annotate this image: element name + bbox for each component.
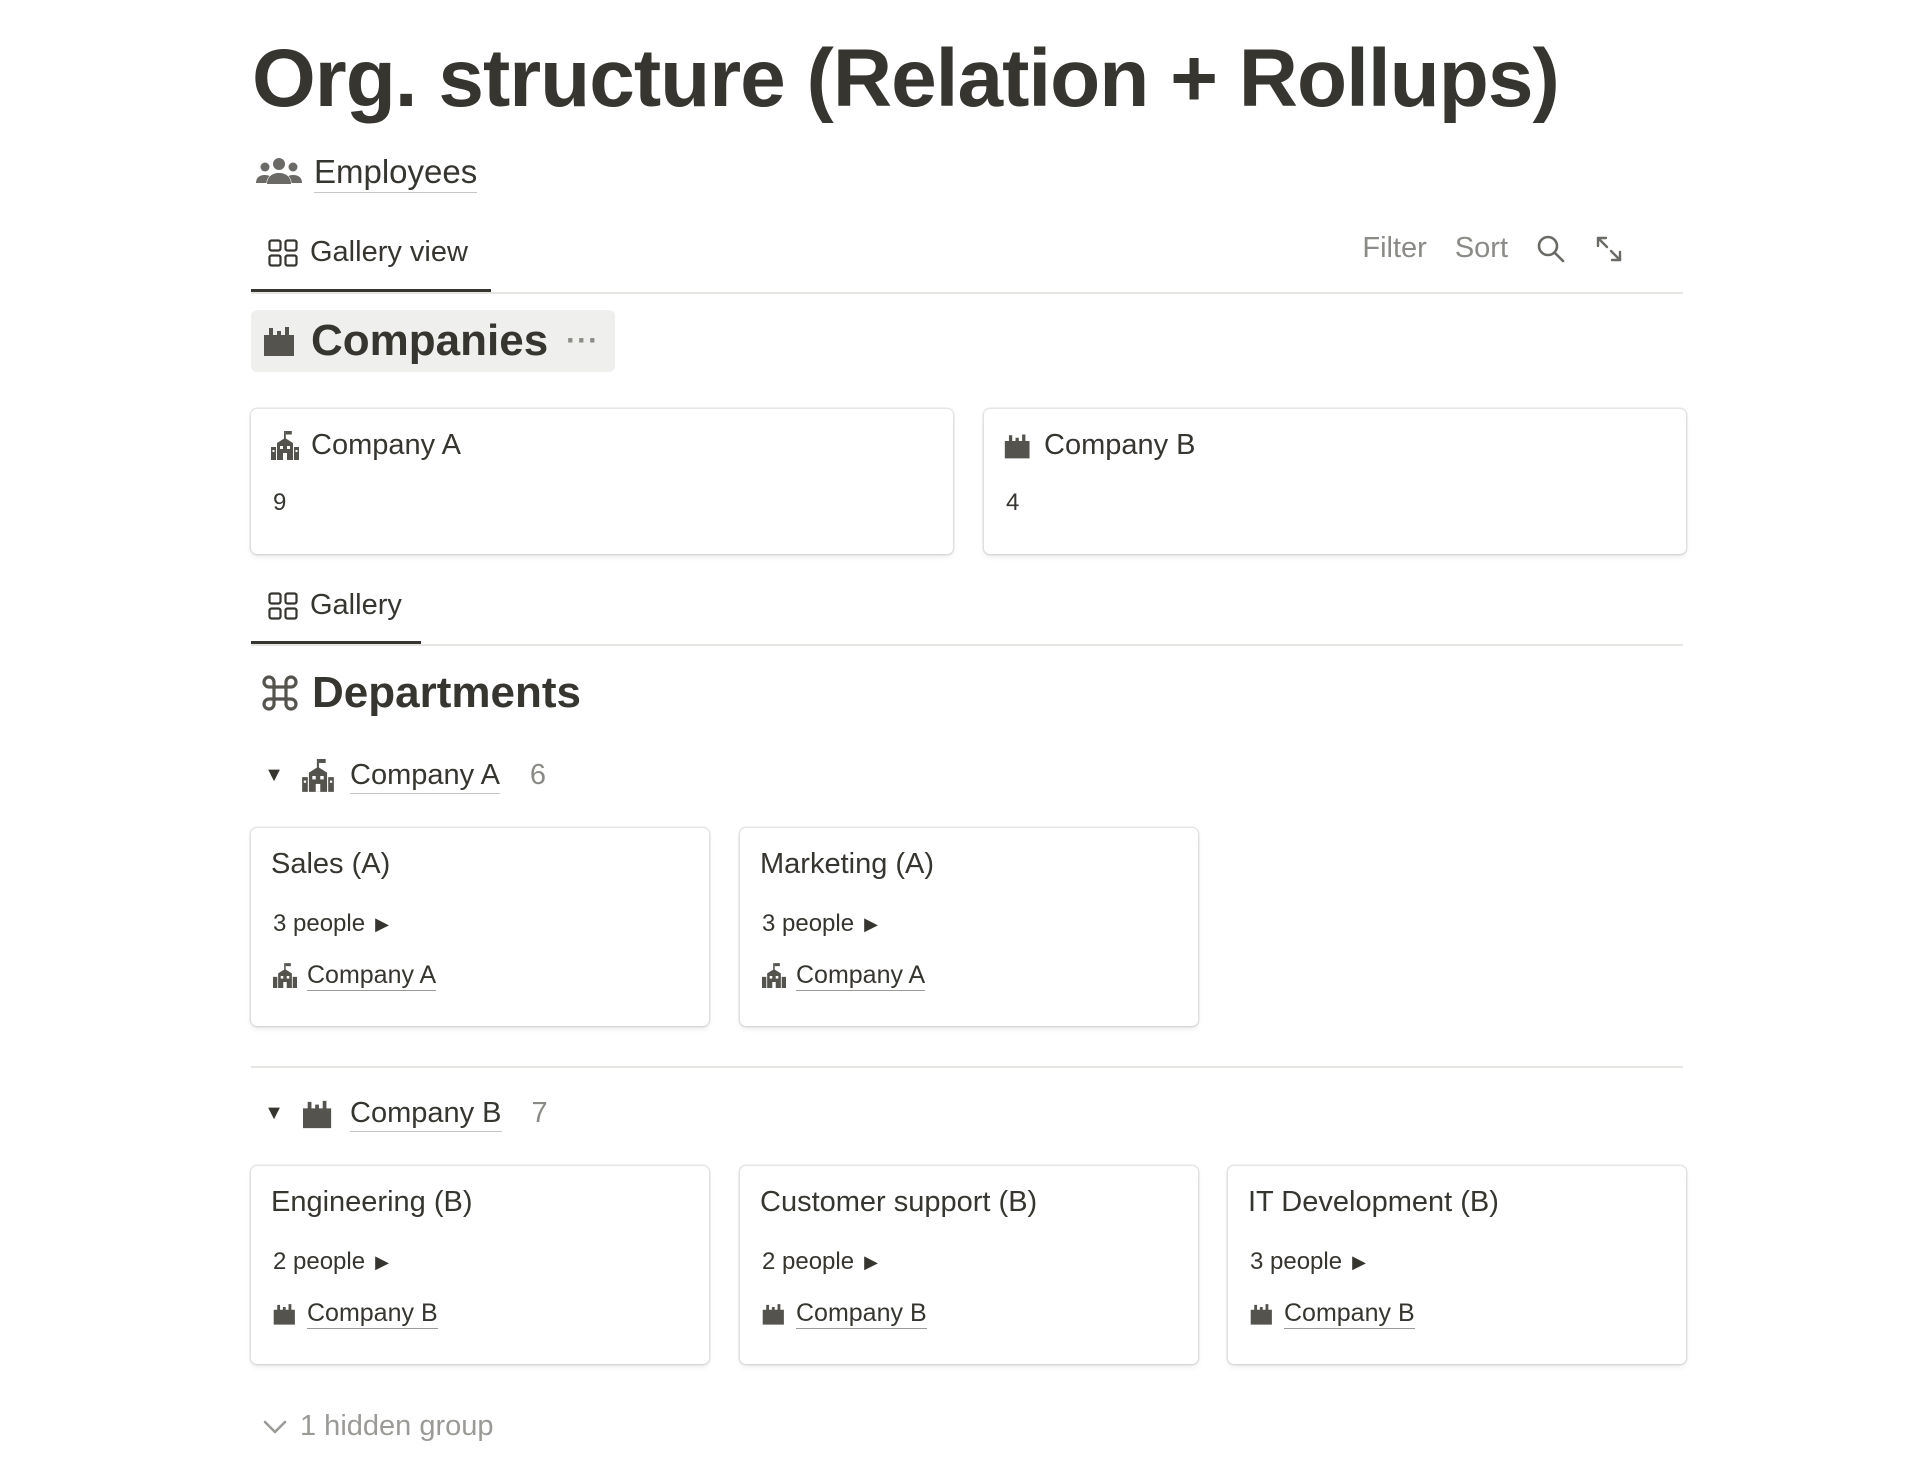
employees-database-link[interactable]: Employees — [256, 152, 478, 193]
expand-arrow-icon[interactable]: ▶ — [864, 913, 878, 934]
factory-icon — [762, 1302, 786, 1326]
department-card-sales[interactable]: Sales (A) 3 people ▶ Company A — [251, 828, 709, 1026]
people-count: 3 people — [1250, 1248, 1343, 1275]
card-title: Company B — [1004, 429, 1196, 462]
group-name: Company A — [350, 758, 500, 794]
gallery-icon — [268, 591, 298, 620]
company-link: Company B — [1284, 1299, 1415, 1329]
company-name: Company A — [311, 429, 461, 461]
card-title: IT Development (B) — [1248, 1186, 1499, 1218]
tab-gallery-view-label: Gallery view — [310, 236, 468, 268]
company-link: Company A — [796, 961, 926, 991]
people-count: 2 people — [762, 1248, 855, 1275]
hidden-groups-label: 1 hidden group — [300, 1410, 494, 1442]
view-toolbar: Filter Sort — [1362, 232, 1624, 265]
school-icon — [762, 963, 786, 989]
rollup-value: 9 — [273, 489, 287, 516]
group-count: 6 — [529, 759, 547, 792]
companies-title[interactable]: Companies ··· — [251, 310, 616, 372]
people-rollup[interactable]: 3 people ▶ — [1250, 1248, 1366, 1276]
expand-arrow-icon[interactable]: ▶ — [1352, 1251, 1366, 1272]
company-relation[interactable]: Company B — [762, 1299, 927, 1329]
expand-icon[interactable] — [1594, 234, 1624, 264]
employees-database-label: Employees — [314, 152, 478, 193]
people-count: 3 people — [273, 910, 366, 937]
more-options-icon[interactable]: ··· — [566, 324, 600, 357]
factory-icon — [302, 1099, 334, 1129]
people-rollup[interactable]: 3 people ▶ — [273, 910, 389, 938]
card-title: Engineering (B) — [271, 1186, 473, 1218]
company-card-b[interactable]: Company B 4 — [984, 409, 1686, 554]
tab-gallery-view[interactable]: Gallery view — [268, 236, 468, 269]
command-icon — [262, 675, 298, 711]
group-header-company-a[interactable]: ▼ Company A 6 — [262, 758, 546, 794]
filter-button[interactable]: Filter — [1362, 232, 1427, 264]
chevron-down-icon — [262, 1419, 288, 1435]
collapse-toggle-icon[interactable]: ▼ — [264, 1102, 284, 1125]
card-title: Sales (A) — [271, 848, 391, 880]
factory-icon — [273, 1302, 297, 1326]
hidden-groups-toggle[interactable]: 1 hidden group — [262, 1410, 494, 1443]
active-tab-indicator — [251, 289, 491, 293]
expand-arrow-icon[interactable]: ▶ — [375, 913, 389, 934]
active-tab-indicator — [251, 641, 421, 645]
group-divider — [251, 1066, 1683, 1068]
department-card-marketing[interactable]: Marketing (A) 3 people ▶ Company A — [740, 828, 1198, 1026]
school-icon — [271, 430, 299, 461]
card-title: Customer support (B) — [760, 1186, 1038, 1218]
collapse-toggle-icon[interactable]: ▼ — [264, 764, 284, 787]
department-card-customer-support[interactable]: Customer support (B) 2 people ▶ Company … — [740, 1166, 1198, 1364]
tab-gallery[interactable]: Gallery — [268, 589, 402, 622]
search-icon[interactable] — [1536, 234, 1566, 264]
department-card-it-development[interactable]: IT Development (B) 3 people ▶ Company B — [1228, 1166, 1686, 1364]
departments-title[interactable]: Departments — [262, 668, 581, 718]
gallery-icon — [268, 238, 298, 267]
expand-arrow-icon[interactable]: ▶ — [375, 1251, 389, 1272]
company-link: Company B — [796, 1299, 927, 1329]
school-icon — [302, 758, 334, 793]
factory-icon — [1004, 432, 1032, 460]
people-rollup[interactable]: 2 people ▶ — [762, 1248, 878, 1276]
company-card-a[interactable]: Company A 9 — [251, 409, 953, 554]
people-count: 3 people — [762, 910, 855, 937]
people-rollup[interactable]: 2 people ▶ — [273, 1248, 389, 1276]
departments-title-label: Departments — [312, 668, 581, 717]
group-count: 7 — [531, 1097, 548, 1130]
company-relation[interactable]: Company A — [762, 961, 926, 991]
sort-button[interactable]: Sort — [1454, 232, 1508, 264]
company-relation[interactable]: Company A — [273, 961, 437, 991]
company-relation[interactable]: Company B — [273, 1299, 438, 1329]
companies-title-label: Companies — [311, 316, 549, 365]
people-rollup[interactable]: 3 people ▶ — [762, 910, 878, 938]
group-header-company-b[interactable]: ▼ Company B 7 — [262, 1096, 548, 1132]
view-divider — [251, 644, 1683, 646]
page-title: Org. structure (Relation + Rollups) — [252, 33, 1560, 124]
company-link: Company A — [307, 961, 437, 991]
people-icon — [256, 156, 302, 188]
company-name: Company B — [1044, 429, 1196, 461]
school-icon — [273, 963, 297, 989]
expand-arrow-icon[interactable]: ▶ — [864, 1251, 878, 1272]
company-link: Company B — [307, 1299, 438, 1329]
card-title: Marketing (A) — [760, 848, 935, 880]
department-card-engineering[interactable]: Engineering (B) 2 people ▶ Company B — [251, 1166, 709, 1364]
view-divider — [251, 292, 1683, 294]
people-count: 2 people — [273, 1248, 366, 1275]
tab-gallery-label: Gallery — [310, 589, 402, 621]
factory-icon — [263, 325, 297, 357]
rollup-value: 4 — [1006, 489, 1020, 516]
company-relation[interactable]: Company B — [1250, 1299, 1415, 1329]
card-title: Company A — [271, 429, 461, 462]
group-name: Company B — [350, 1096, 502, 1132]
factory-icon — [1250, 1302, 1274, 1326]
